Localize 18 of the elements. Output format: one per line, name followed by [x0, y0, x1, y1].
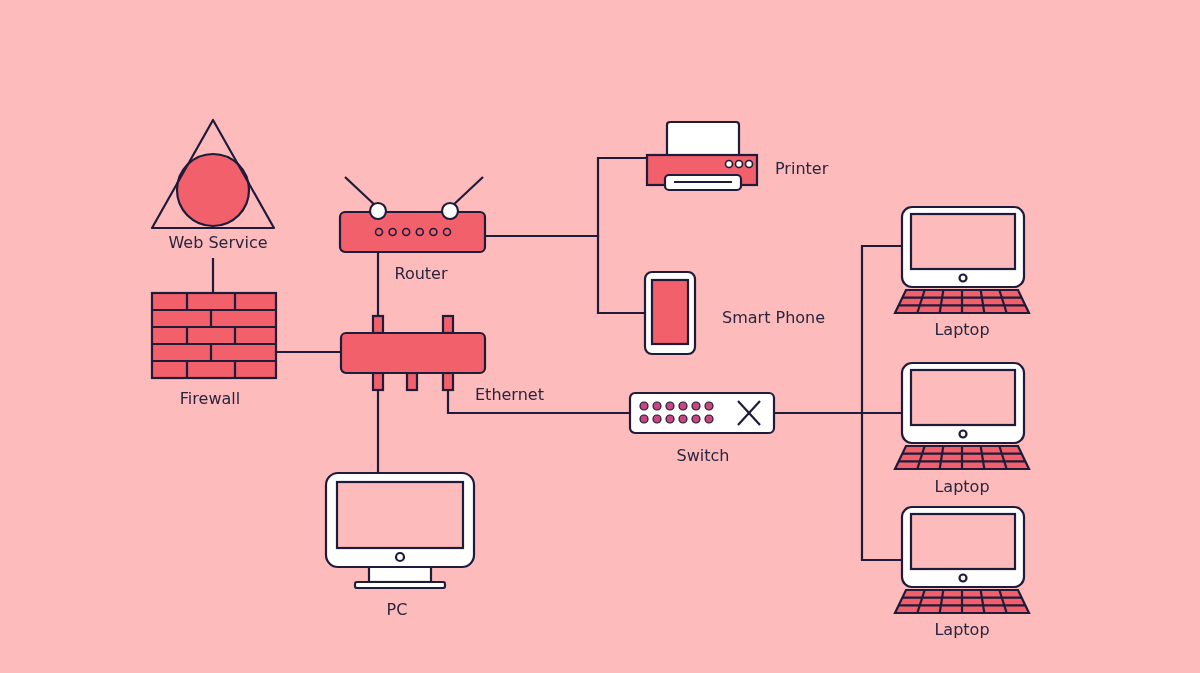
connector-line: [446, 391, 629, 415]
device-label: Ethernet: [475, 384, 544, 406]
device-label: PC: [385, 599, 409, 621]
connector-line: [775, 411, 902, 562]
device-label: Web Service: [167, 232, 269, 254]
device-label: Switch: [675, 445, 731, 467]
device-label: Firewall: [178, 388, 242, 410]
device-label: Smart Phone: [722, 307, 826, 329]
connector-line: [277, 350, 340, 354]
connector-line: [211, 258, 215, 292]
device-label: Printer: [775, 158, 829, 180]
connector-line: [376, 391, 380, 472]
device-label: Router: [393, 263, 449, 285]
device-label: Laptop: [933, 319, 991, 341]
connector-line: [376, 253, 380, 315]
connector-line: [486, 234, 644, 315]
device-label: Laptop: [933, 476, 991, 498]
device-label: Laptop: [933, 619, 991, 641]
